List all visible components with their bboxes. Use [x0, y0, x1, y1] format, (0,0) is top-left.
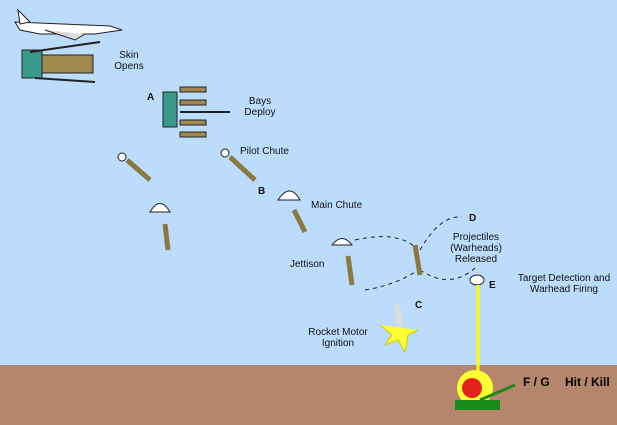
label-projectiles-released: Projectiles (Warheads) Released [450, 232, 502, 265]
pilot-chute-canisters [117, 148, 257, 182]
target-tank-explosion [455, 370, 516, 410]
letter-e: E [489, 280, 496, 291]
letter-a: A [147, 92, 155, 103]
warhead-projectile-e [469, 274, 485, 378]
label-target-detection: Target Detection and Warhead Firing [517, 273, 611, 295]
rocket-ignition [379, 304, 419, 354]
label-hit-kill: Hit / Kill [565, 375, 610, 389]
ground [0, 365, 617, 425]
aircraft-icon [14, 8, 123, 41]
letter-fg: F / G [523, 375, 550, 389]
label-pilot-chute: Pilot Chute [240, 146, 289, 157]
label-main-chute: Main Chute [311, 200, 363, 211]
label-rocket-motor-ignition: Rocket Motor Ignition [308, 327, 368, 349]
label-bays-deploy: Bays Deploy [244, 96, 276, 118]
main-chute-canisters [149, 190, 355, 286]
label-jettison: Jettison [290, 259, 325, 270]
letter-b: B [258, 186, 266, 197]
dispenser-skin-opens [21, 41, 101, 83]
projectile-trajectories [354, 216, 476, 291]
letter-c: C [415, 300, 423, 311]
dispenser-bays-deploy [162, 86, 230, 138]
letter-d: D [469, 213, 477, 224]
label-skin-opens: Skin Opens [114, 50, 144, 72]
